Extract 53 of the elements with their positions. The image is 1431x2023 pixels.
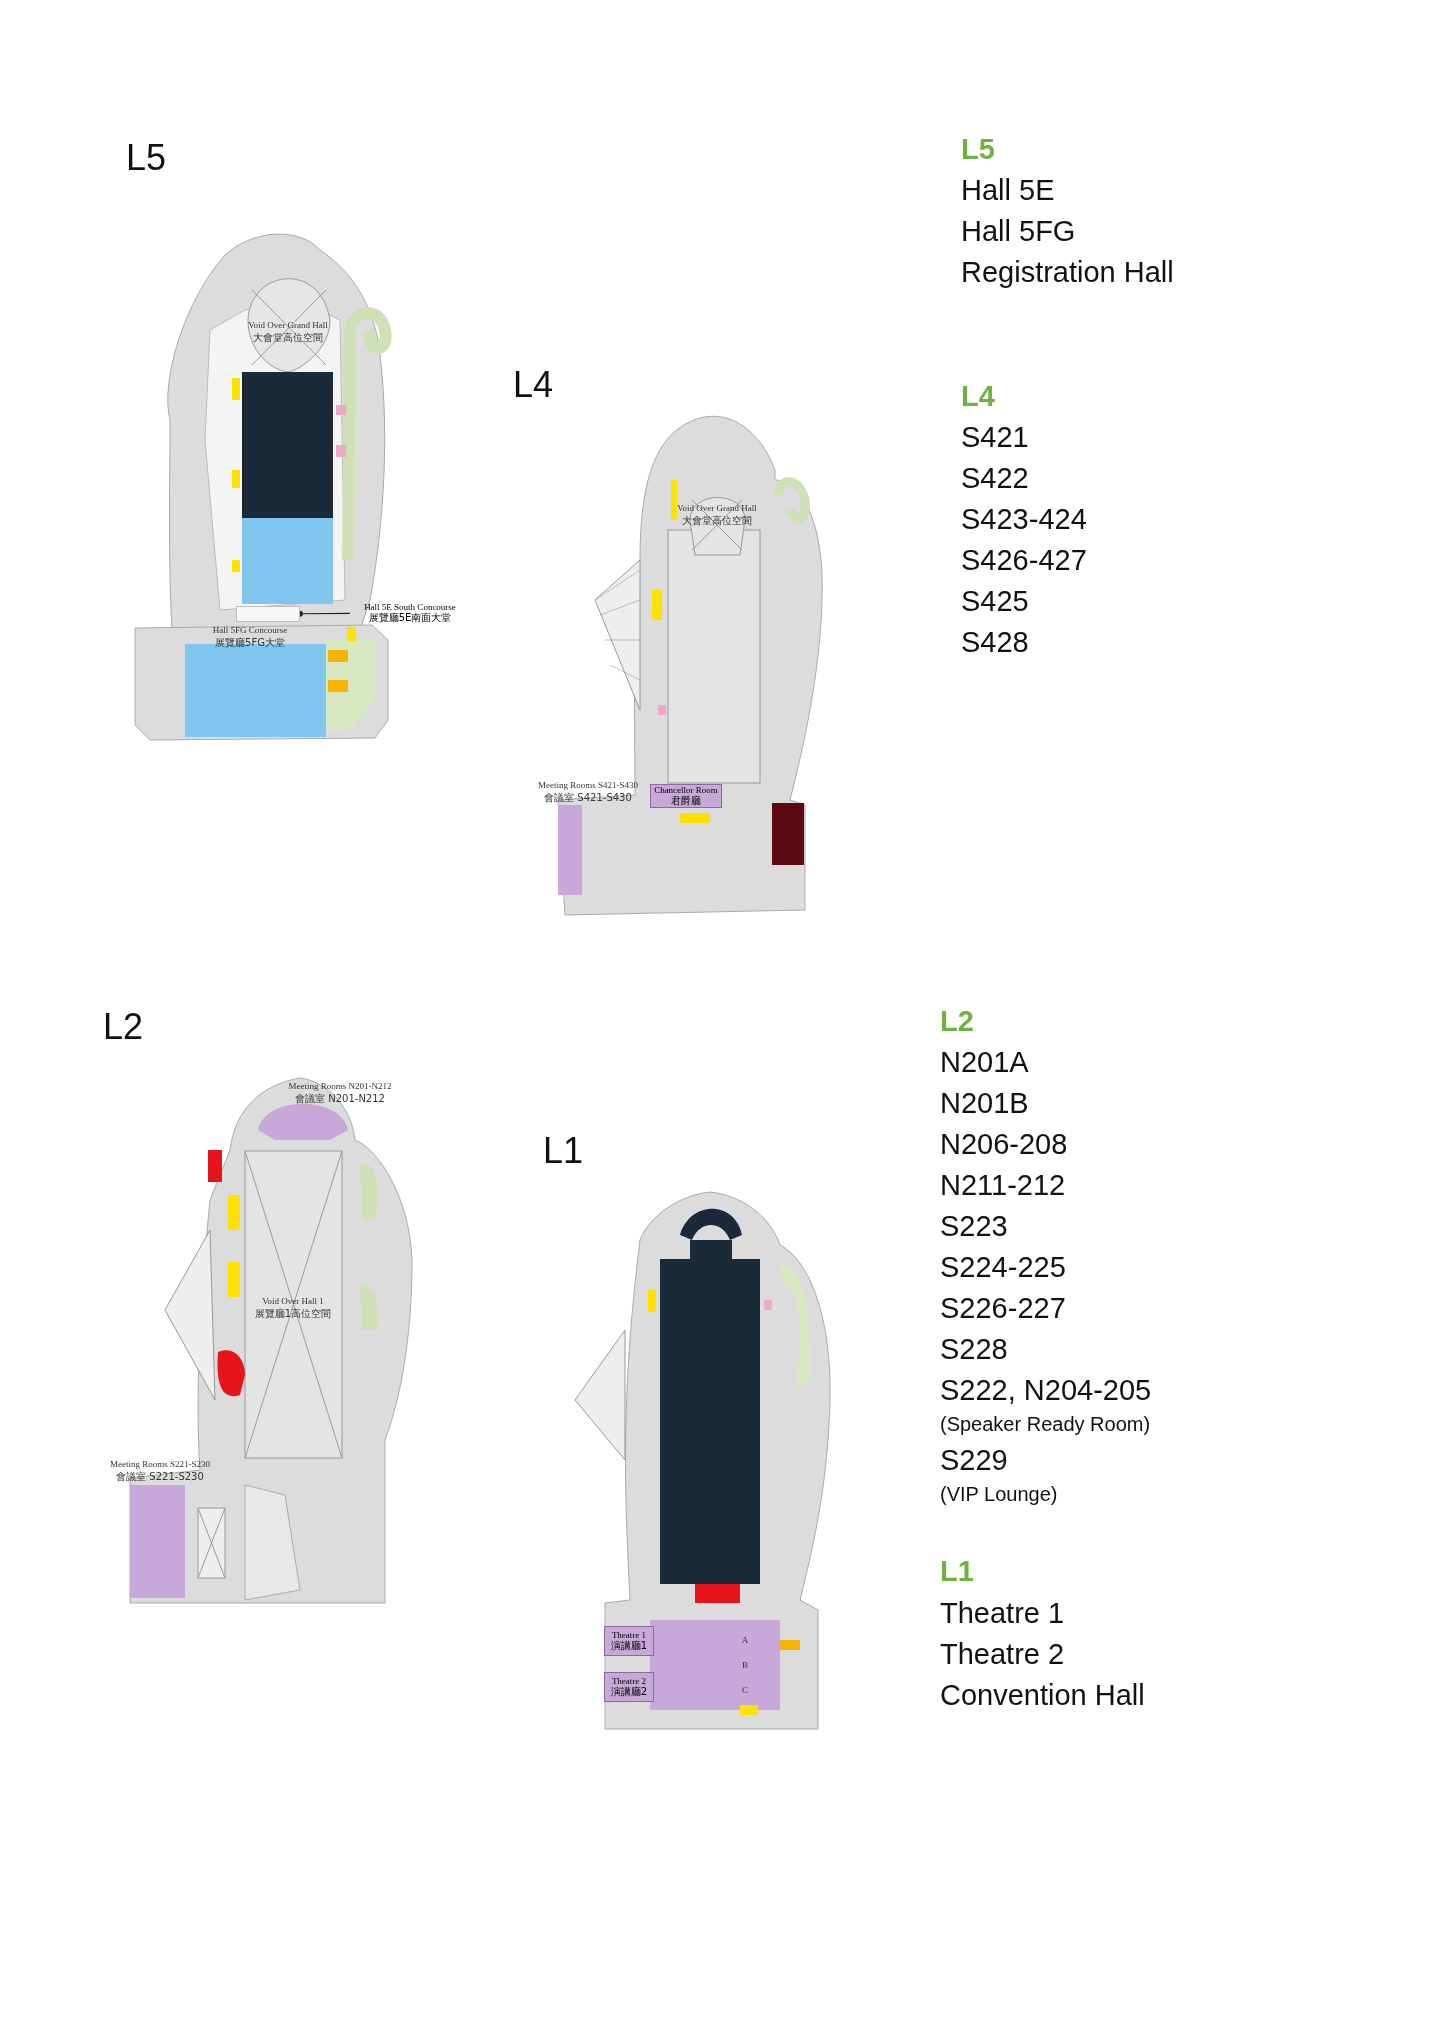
- plan-label: 展覽廳5FG大堂: [214, 637, 286, 649]
- room-name: Theatre 1: [940, 1597, 1065, 1631]
- floor-heading: L5: [961, 133, 995, 167]
- room-name: S229: [940, 1444, 1008, 1478]
- room-name: S223: [940, 1210, 1008, 1244]
- room-name: N201A: [940, 1046, 1029, 1080]
- room-name: Theatre 2: [940, 1638, 1065, 1672]
- plan-label: Void Over Hall 1: [261, 1296, 325, 1307]
- floor-heading: L2: [103, 1006, 144, 1048]
- plan-label: A: [740, 1635, 750, 1646]
- room-name: N211-212: [940, 1169, 1066, 1203]
- plan-label: 大會堂高位空間: [681, 515, 753, 527]
- room-name: N206-208: [940, 1128, 1068, 1162]
- room-box: Theatre 2 演講廳2: [604, 1672, 654, 1702]
- floor-heading: L1: [940, 1555, 974, 1589]
- plan-label: 會議室 S221-S230: [115, 1471, 205, 1483]
- room-name: Hall 5E: [961, 174, 1055, 208]
- room-name: S423-424: [961, 503, 1087, 537]
- room-note: (Speaker Ready Room): [940, 1413, 1151, 1436]
- room-name: S226-227: [940, 1292, 1066, 1326]
- floor-heading: L4: [961, 380, 995, 414]
- concourse-label: Hall 5E South Concourse 展覽廳5E南面大堂: [350, 600, 470, 626]
- room-name: Registration Hall: [961, 256, 1174, 290]
- room-note: (VIP Lounge): [940, 1483, 1058, 1506]
- room-box: Chancellor Room 君爵廳: [650, 784, 722, 808]
- room-name: Convention Hall: [940, 1679, 1145, 1713]
- floor-heading: L1: [543, 1130, 584, 1172]
- room-box: Theatre 1 演講廳1: [604, 1626, 654, 1656]
- room-name: S428: [961, 626, 1029, 660]
- plan-label: Meeting Rooms S221-S230: [109, 1459, 211, 1470]
- plan-label: 大會堂高位空間: [252, 332, 324, 344]
- floor-heading: L5: [126, 137, 167, 179]
- room-name: S426-427: [961, 544, 1087, 578]
- room-name: S421: [961, 421, 1029, 455]
- plan-label: Void Over Grand Hall: [247, 320, 329, 331]
- plan-label: B: [741, 1660, 749, 1671]
- plan-label: Hall 5FG Concourse: [211, 625, 289, 636]
- plan-label: 會議室 S421-S430: [543, 792, 633, 804]
- plan-label: Meeting Rooms N201-N212: [287, 1081, 393, 1092]
- room-name: Hall 5FG: [961, 215, 1076, 249]
- room-name: S224-225: [940, 1251, 1066, 1285]
- room-name: N201B: [940, 1087, 1029, 1121]
- room-name: S422: [961, 462, 1029, 496]
- floor-heading: L2: [940, 1005, 974, 1039]
- room-name: S228: [940, 1333, 1008, 1367]
- room-name: S222, N204-205: [940, 1374, 1152, 1408]
- concourse-area: [236, 606, 300, 622]
- plan-label: 會議室 N201-N212: [294, 1093, 386, 1105]
- room-name: S425: [961, 585, 1029, 619]
- plan-label: 展覽廳1高位空間: [253, 1308, 333, 1320]
- plan-label: C: [741, 1685, 749, 1696]
- plan-label: Void Over Grand Hall: [676, 503, 758, 514]
- floor-heading: L4: [513, 364, 554, 406]
